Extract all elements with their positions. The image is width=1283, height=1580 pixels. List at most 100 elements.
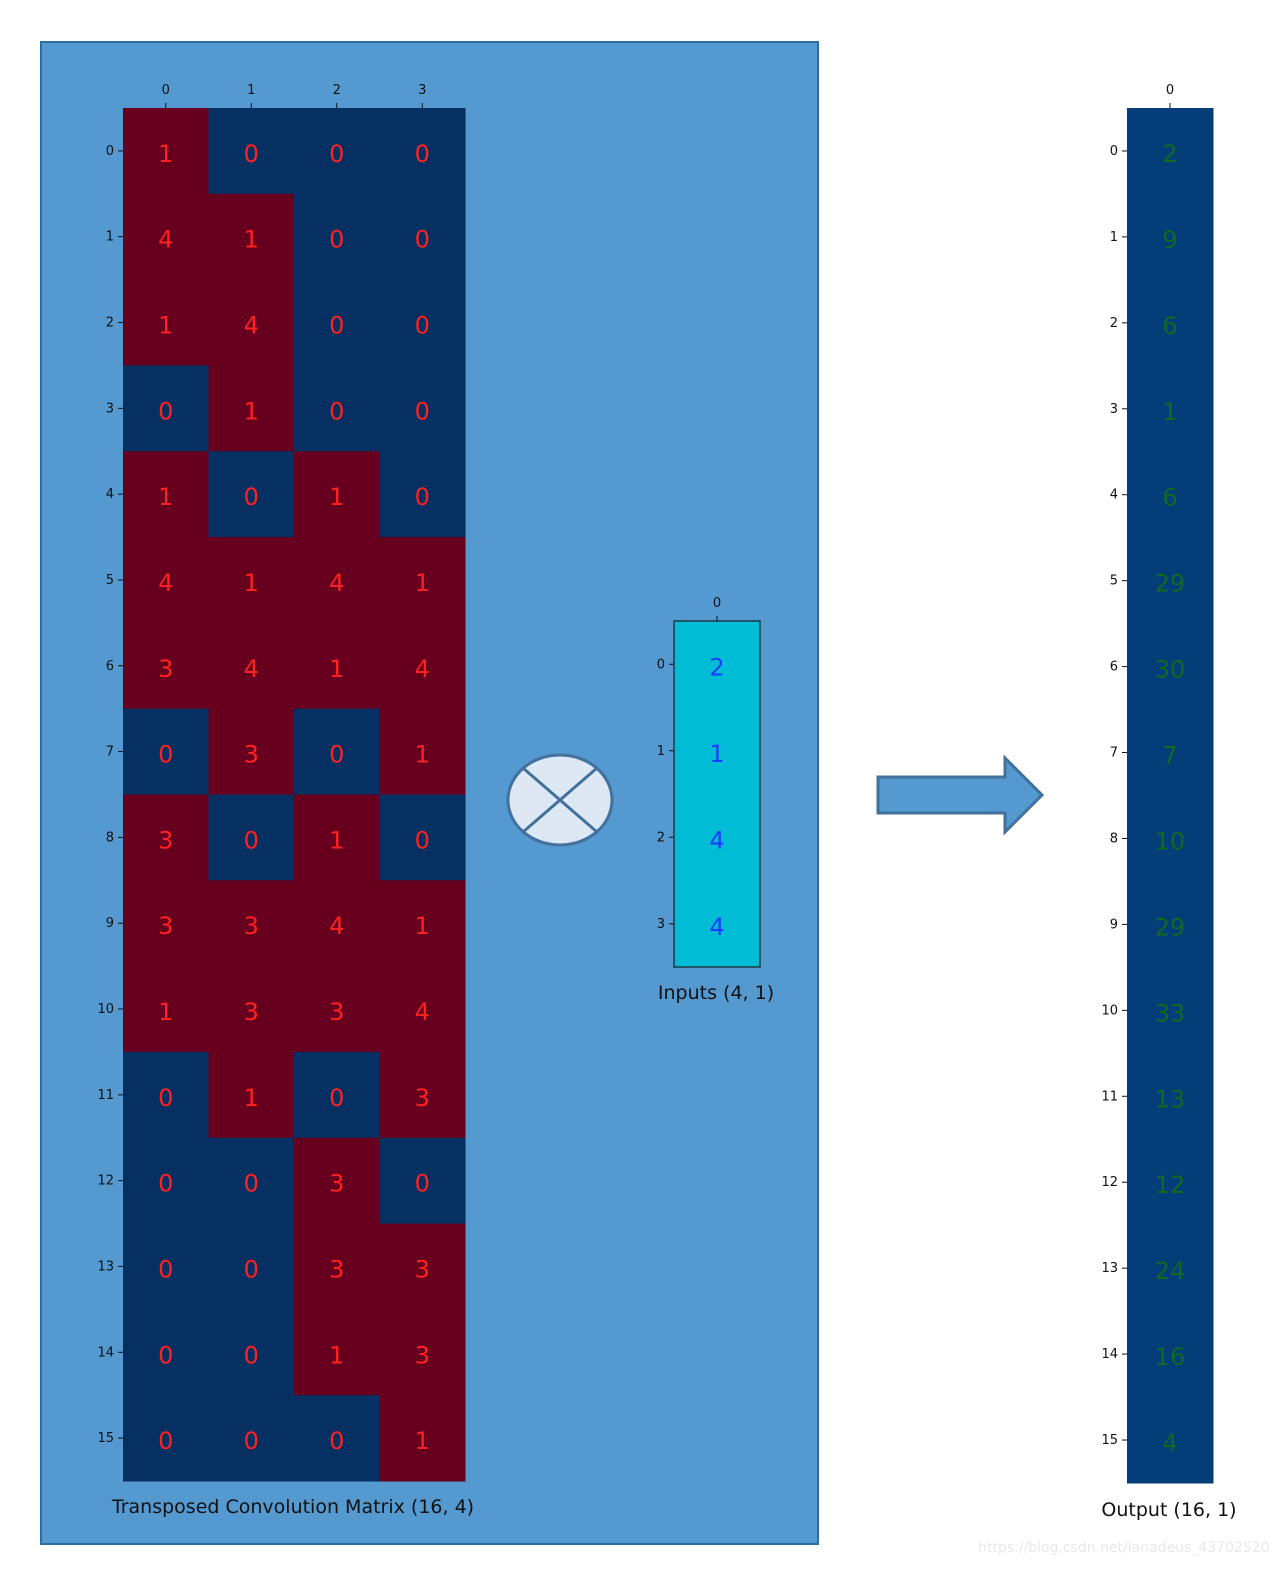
matrix-cell — [123, 1223, 209, 1310]
output-vector: 2961629307102933131224164001234567891011… — [1101, 83, 1214, 1484]
matrix-cell — [294, 1223, 380, 1310]
matrix-value-label: 4 — [415, 655, 430, 683]
output-value-label: 33 — [1155, 999, 1186, 1027]
input-row-tick-label: 3 — [657, 917, 665, 932]
output-value-label: 6 — [1162, 484, 1177, 512]
matrix-value-label: 3 — [244, 998, 259, 1026]
matrix-value-label: 1 — [158, 312, 173, 340]
matrix-cell — [208, 622, 295, 710]
matrix-value-label: 0 — [415, 140, 430, 168]
matrix-value-label: 0 — [329, 1084, 344, 1112]
output-cell — [1127, 1311, 1214, 1398]
input-col-tick-label: 0 — [713, 596, 721, 611]
matrix-cell — [379, 1223, 466, 1310]
matrix-cell — [294, 880, 380, 967]
matrix-row-tick-label: 4 — [106, 487, 114, 502]
output-cell — [1127, 365, 1214, 453]
matrix-value-label: 4 — [329, 569, 344, 597]
matrix-cell — [123, 193, 209, 281]
matrix-cell — [379, 966, 466, 1053]
matrix-row-tick-label: 0 — [106, 144, 114, 159]
matrix-value-label: 0 — [244, 483, 259, 511]
matrix-cell — [294, 708, 380, 795]
output-value-label: 29 — [1155, 570, 1186, 598]
matrix-row-tick-label: 15 — [97, 1431, 114, 1446]
matrix-cell — [379, 193, 466, 281]
matrix-row-tick-label: 12 — [97, 1174, 114, 1189]
matrix-cell — [294, 537, 380, 624]
matrix-row-tick-label: 3 — [106, 401, 114, 416]
input-cell — [674, 880, 761, 968]
matrix-cell — [208, 279, 295, 366]
output-cell — [1127, 537, 1214, 625]
matrix-cell — [379, 622, 466, 710]
matrix-value-label: 1 — [415, 912, 430, 940]
matrix-value-label: 4 — [158, 569, 173, 597]
matrix-value-label: 0 — [244, 1341, 259, 1369]
matrix-cell — [208, 1051, 295, 1139]
matrix-value-label: 0 — [244, 1427, 259, 1455]
matrix-cell — [208, 193, 295, 281]
output-value-label: 9 — [1162, 226, 1177, 254]
matrix-value-label: 4 — [158, 226, 173, 254]
matrix-value-label: 1 — [158, 140, 173, 168]
output-col-tick-label: 0 — [1166, 83, 1174, 98]
matrix-cell — [294, 1137, 380, 1225]
output-value-label: 13 — [1155, 1085, 1186, 1113]
matrix-cell — [123, 1309, 209, 1396]
output-row-tick-label: 0 — [1110, 144, 1118, 159]
matrix-value-label: 1 — [244, 226, 259, 254]
matrix-cell — [379, 365, 466, 452]
matrix-cell — [208, 880, 295, 967]
matrix-cell — [123, 365, 209, 452]
matrix-cell — [294, 1395, 380, 1482]
matrix-value-label: 3 — [329, 1255, 344, 1283]
output-row-tick-label: 15 — [1101, 1433, 1118, 1448]
output-row-tick-label: 14 — [1101, 1347, 1118, 1362]
matrix-col-tick-label: 1 — [247, 83, 255, 98]
matrix-cell — [123, 1051, 209, 1139]
output-row-tick-label: 6 — [1110, 660, 1118, 675]
matrix-col-tick-label: 2 — [333, 83, 341, 98]
output-cell — [1127, 709, 1214, 796]
matrix-value-label: 0 — [329, 226, 344, 254]
matrix-cell — [208, 1137, 295, 1225]
output-cell — [1127, 795, 1214, 882]
matrix-value-label: 0 — [158, 1255, 173, 1283]
inputs-caption: Inputs (4, 1) — [658, 982, 774, 1004]
matrix-value-label: 1 — [415, 1427, 430, 1455]
matrix-cell — [123, 279, 209, 366]
matrix-cell — [208, 1309, 295, 1396]
matrix-cell — [123, 1395, 209, 1482]
matrix-value-label: 3 — [415, 1255, 430, 1283]
input-value-label: 1 — [709, 740, 724, 768]
matrix-value-label: 0 — [329, 397, 344, 425]
output-value-label: 6 — [1162, 312, 1177, 340]
matrix-cell — [123, 1137, 209, 1225]
matrix-value-label: 0 — [415, 397, 430, 425]
matrix-value-label: 0 — [415, 312, 430, 340]
matrix-cell — [294, 108, 380, 195]
matrix-value-label: 0 — [158, 1427, 173, 1455]
output-value-label: 24 — [1155, 1257, 1186, 1285]
matrix-cell — [123, 451, 209, 538]
matrix-cell — [294, 1051, 380, 1139]
matrix-cell — [208, 365, 295, 452]
matrix-value-label: 0 — [244, 140, 259, 168]
matrix-value-label: 0 — [158, 1084, 173, 1112]
matrix-cell — [123, 108, 209, 195]
matrix-cell — [123, 708, 209, 795]
matrix-cell — [208, 966, 295, 1053]
matrix-value-label: 0 — [244, 1170, 259, 1198]
input-row-tick-label: 1 — [657, 744, 665, 759]
matrix-value-label: 1 — [158, 483, 173, 511]
matrix-caption: Transposed Convolution Matrix (16, 4) — [111, 1496, 474, 1518]
input-cell — [674, 621, 761, 708]
output-row-tick-label: 11 — [1101, 1089, 1118, 1104]
watermark: https://blog.csdn.net/lanadeus_43702520 — [978, 1540, 1270, 1556]
matrix-cell — [208, 794, 295, 881]
output-cell — [1127, 193, 1214, 281]
input-value-label: 4 — [709, 826, 724, 854]
output-row-tick-label: 5 — [1110, 574, 1118, 589]
